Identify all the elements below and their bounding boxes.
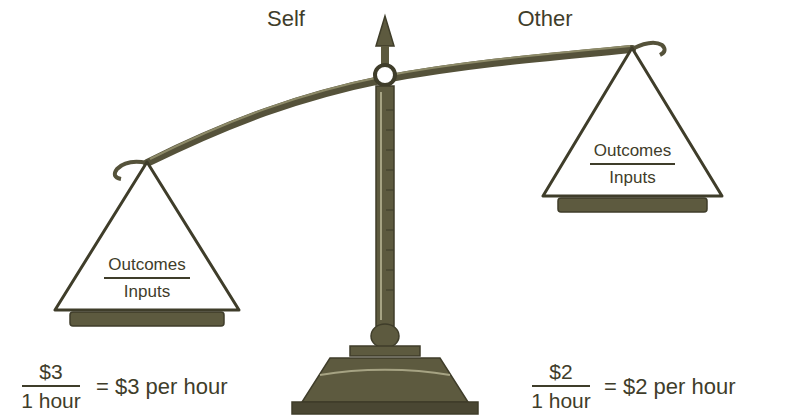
rate-equation: = $2 per hour [604,374,735,399]
pan-triangle [543,48,722,196]
fraction-bar [532,385,590,387]
ratio-denominator: Inputs [124,282,170,302]
scale-pan: OutcomesInputs [52,160,242,332]
ratio-denominator: Inputs [609,168,655,188]
rate-equation: = $3 per hour [96,374,227,399]
scale-pan: OutcomesInputs [540,46,725,218]
fraction-denominator: 1 hour [531,389,591,413]
pillar-ticks [386,110,394,290]
pan-heading: Other [517,6,572,31]
fraction-bar [22,385,80,387]
pan-heading: Self [267,6,305,31]
pan-triangle [55,162,239,310]
scale-base [302,358,468,402]
fraction-denominator: 1 hour [21,389,81,413]
pillar-knob [371,324,399,348]
pan-outline [52,160,242,332]
base-neck [350,346,420,356]
fraction-numerator: $3 [39,360,62,384]
base-highlight [320,370,450,375]
base-plate [292,402,478,414]
ratio-numerator: Outcomes [104,255,189,279]
pivot-ring [375,65,395,85]
pan-plate [558,198,707,212]
pan-plate [70,312,224,326]
pan-outline [540,46,725,218]
scale-pointer [376,16,394,46]
fraction-numerator: $2 [549,360,572,384]
scale-pillar [376,86,394,326]
pillar-highlight [380,92,382,320]
ratio-numerator: Outcomes [590,141,675,165]
